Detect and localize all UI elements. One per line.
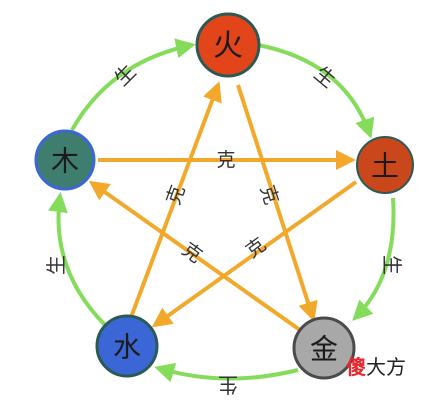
generate-label-left: 生 bbox=[44, 255, 68, 275]
generate-label-right: 生 bbox=[380, 255, 404, 275]
generate-arrow-metal-water bbox=[154, 362, 299, 383]
earth-glyph: 土 bbox=[371, 150, 399, 183]
control-arrow-fire-metal bbox=[236, 84, 318, 322]
node-fire: 火 bbox=[195, 12, 261, 78]
control-arrow-metal-wood bbox=[88, 180, 302, 332]
generate-arrow-fire-earth bbox=[257, 43, 375, 139]
node-wood: 木 bbox=[34, 129, 96, 191]
node-metal: 金 bbox=[292, 316, 356, 380]
control-label-right-upper: 克 bbox=[256, 183, 283, 208]
control-label-left-upper: 克 bbox=[162, 182, 189, 207]
control-arrow-water-fire bbox=[128, 81, 222, 321]
watermark-part2: 大方 bbox=[366, 355, 406, 379]
generate-arrow-earth-metal bbox=[352, 197, 396, 321]
node-water: 水 bbox=[95, 314, 159, 378]
fire-glyph: 火 bbox=[213, 29, 243, 64]
control-star bbox=[88, 81, 358, 332]
generate-arrow-wood-fire bbox=[70, 38, 196, 131]
control-label-left-lower: 克 bbox=[178, 239, 206, 268]
generate-label-bottom: 生 bbox=[218, 373, 238, 397]
wood-glyph: 木 bbox=[51, 145, 79, 178]
control-arrow-earth-water bbox=[151, 180, 358, 328]
generate-arrow-water-wood bbox=[47, 192, 108, 328]
generate-cycle bbox=[47, 38, 396, 383]
watermark: 傻大方 bbox=[346, 352, 436, 382]
watermark-part1: 傻 bbox=[346, 355, 366, 379]
metal-glyph: 金 bbox=[310, 333, 338, 366]
control-label-top: 克 bbox=[216, 149, 235, 171]
water-glyph: 水 bbox=[113, 331, 141, 364]
node-earth: 土 bbox=[356, 136, 414, 194]
